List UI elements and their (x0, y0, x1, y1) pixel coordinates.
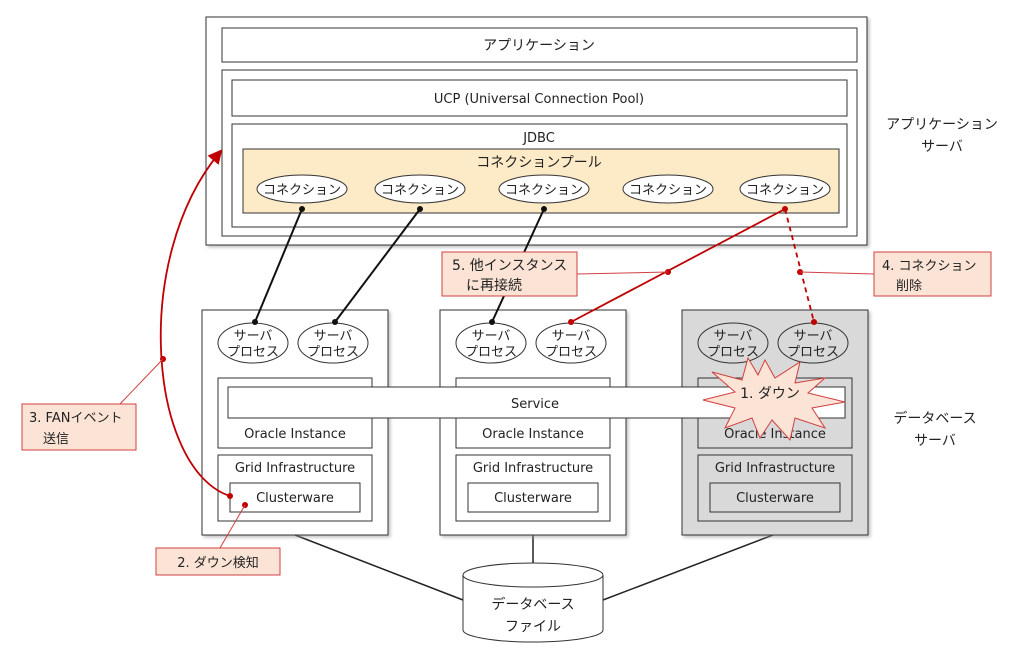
connection-pool-label: コネクションプール (476, 155, 602, 171)
svg-text:送信: 送信 (43, 432, 69, 447)
application-label: アプリケーション (483, 38, 595, 54)
svg-text:プロセス: プロセス (227, 345, 279, 360)
clusterware: Clusterware (709, 482, 841, 513)
connection: コネクション (498, 174, 590, 204)
app-server-label: アプリケーション (886, 117, 998, 133)
svg-text:Clusterware: Clusterware (736, 491, 814, 506)
svg-text:サーバ: サーバ (234, 329, 273, 344)
svg-text:サーバ: サーバ (794, 329, 833, 344)
svg-text:コネクション: コネクション (746, 183, 824, 198)
svg-text:2. ダウン検知: 2. ダウン検知 (177, 555, 259, 571)
svg-text:3. FANイベント: 3. FANイベント (29, 411, 122, 426)
svg-text:Grid Infrastructure: Grid Infrastructure (715, 461, 835, 476)
callout-fan-event: 3. FANイベント 送信 (21, 403, 137, 451)
svg-text:Grid Infrastructure: Grid Infrastructure (473, 461, 593, 476)
jdbc-label: JDBC (522, 131, 555, 146)
svg-text:5. 他インスタンス: 5. 他インスタンス (452, 258, 567, 274)
connection: コネクション (374, 174, 466, 204)
svg-text:コネクション: コネクション (505, 183, 583, 198)
down-label: 1. ダウン (740, 386, 800, 402)
svg-text:Grid Infrastructure: Grid Infrastructure (235, 461, 355, 476)
database-file: データベース ファイル (462, 562, 604, 643)
svg-text:コネクション: コネクション (629, 183, 707, 198)
svg-text:コネクション: コネクション (381, 183, 459, 198)
service-label: Service (511, 397, 559, 412)
app-server-label-2: サーバ (921, 139, 963, 155)
svg-text:Oracle Instance: Oracle Instance (244, 427, 346, 442)
callout-detect: 2. ダウン検知 (155, 547, 281, 576)
svg-text:Clusterware: Clusterware (256, 491, 334, 506)
clusterware: Clusterware (229, 482, 361, 513)
svg-text:プロセス: プロセス (465, 345, 517, 360)
svg-text:サーバ: サーバ (314, 329, 353, 344)
ucp-box (231, 79, 848, 117)
svg-text:Oracle Instance: Oracle Instance (482, 427, 584, 442)
svg-text:サーバ: サーバ (552, 329, 591, 344)
ucp-label: UCP (Universal Connection Pool) (434, 92, 644, 107)
callout-reconnect: 5. 他インスタンス に再接続 (441, 251, 578, 297)
application-server: アプリケーション UCP (Universal Connection Pool)… (205, 16, 868, 246)
svg-text:プロセス: プロセス (545, 345, 597, 360)
db-links (294, 534, 774, 601)
svg-text:ファイル: ファイル (505, 619, 561, 635)
connection: コネクション (256, 174, 348, 204)
svg-text:Oracle Instance: Oracle Instance (724, 427, 826, 442)
connection: コネクション (739, 174, 831, 204)
svg-text:に再接続: に再接続 (466, 277, 522, 294)
svg-text:コネクション: コネクション (263, 183, 341, 198)
reconnect-line (159, 149, 815, 497)
clusterware: Clusterware (467, 482, 599, 513)
svg-text:プロセス: プロセス (787, 345, 839, 360)
application-box (221, 27, 858, 63)
svg-text:サーバ: サーバ (472, 329, 511, 344)
connection: コネクション (622, 174, 714, 204)
svg-text:サーバ: サーバ (714, 329, 753, 344)
svg-text:データベース: データベース (491, 596, 574, 613)
callout-remove: 4. コネクション 削除 (873, 251, 992, 297)
svg-text:プロセス: プロセス (707, 345, 759, 360)
db-server-label: データベース (893, 410, 976, 427)
svg-text:プロセス: プロセス (307, 345, 359, 360)
svg-text:Clusterware: Clusterware (494, 491, 572, 506)
svg-text:削除: 削除 (896, 279, 922, 294)
db-server-label-2: サーバ (914, 433, 956, 449)
down-starburst: 1. ダウン (702, 356, 846, 442)
svg-text:4. コネクション: 4. コネクション (882, 259, 977, 274)
